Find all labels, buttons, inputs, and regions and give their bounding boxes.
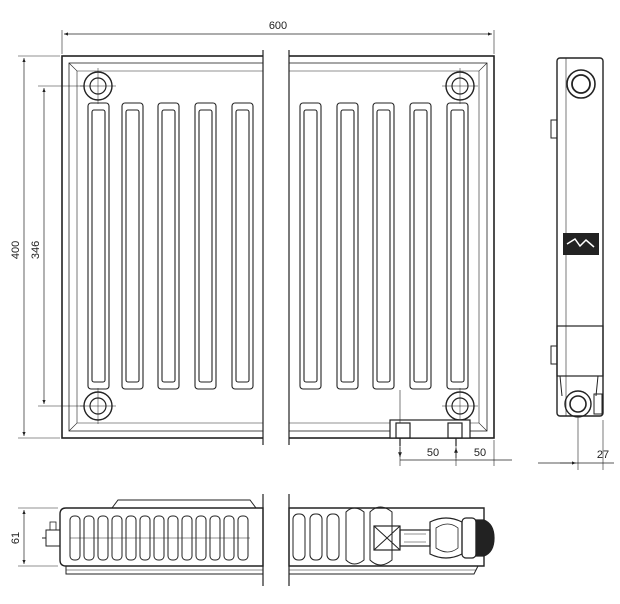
bushing-bottom-right <box>442 388 478 424</box>
dimension-connections: 50 50 <box>398 440 512 466</box>
dimension-width-label: 600 <box>269 20 287 32</box>
dimension-wall-clearance-label: 27 <box>597 449 609 461</box>
bushing-top-right <box>442 68 478 104</box>
dimension-depth-label: 61 <box>10 532 22 544</box>
side-label-mark <box>566 237 595 248</box>
top-ribs-right <box>292 506 393 566</box>
top-valve-assembly <box>373 517 495 559</box>
top-valve-cap <box>475 519 495 557</box>
side-top-bushing-outer <box>566 69 596 99</box>
bushing-top-left <box>80 68 116 104</box>
side-bottom-bushing-outer <box>564 390 592 418</box>
top-view: 61 <box>10 494 495 586</box>
dimension-pipe-centers-label: 346 <box>30 241 42 259</box>
dimension-pipe-centers: 346 <box>30 85 84 407</box>
side-bottom-bushing-inner <box>569 395 587 413</box>
dimension-connection-left-label: 50 <box>427 447 439 459</box>
bushing-bottom-left <box>80 388 116 424</box>
side-body <box>556 57 604 417</box>
dimension-depth: 61 <box>10 507 58 567</box>
bottom-connection-block <box>389 390 471 446</box>
side-view: 27 <box>538 57 614 470</box>
dimension-connection-right-label: 50 <box>474 447 486 459</box>
dimension-height: 400 <box>10 55 60 439</box>
side-bottom-nut <box>593 393 603 415</box>
side-bottom-block <box>556 325 604 377</box>
side-mount-tab-bottom <box>550 345 558 365</box>
top-left-connector <box>45 529 61 547</box>
top-ribs-left <box>69 515 250 561</box>
fins-right <box>299 102 469 390</box>
dimension-wall-clearance: 27 <box>538 418 614 470</box>
dimension-width: 600 <box>61 20 495 54</box>
fins-left <box>87 102 254 390</box>
side-mount-tab-top <box>550 119 558 139</box>
break-gap <box>263 30 289 448</box>
dimension-height-label: 400 <box>10 241 22 259</box>
side-top-bushing-inner <box>571 74 591 94</box>
front-view: 600 400 346 50 50 <box>10 20 512 466</box>
